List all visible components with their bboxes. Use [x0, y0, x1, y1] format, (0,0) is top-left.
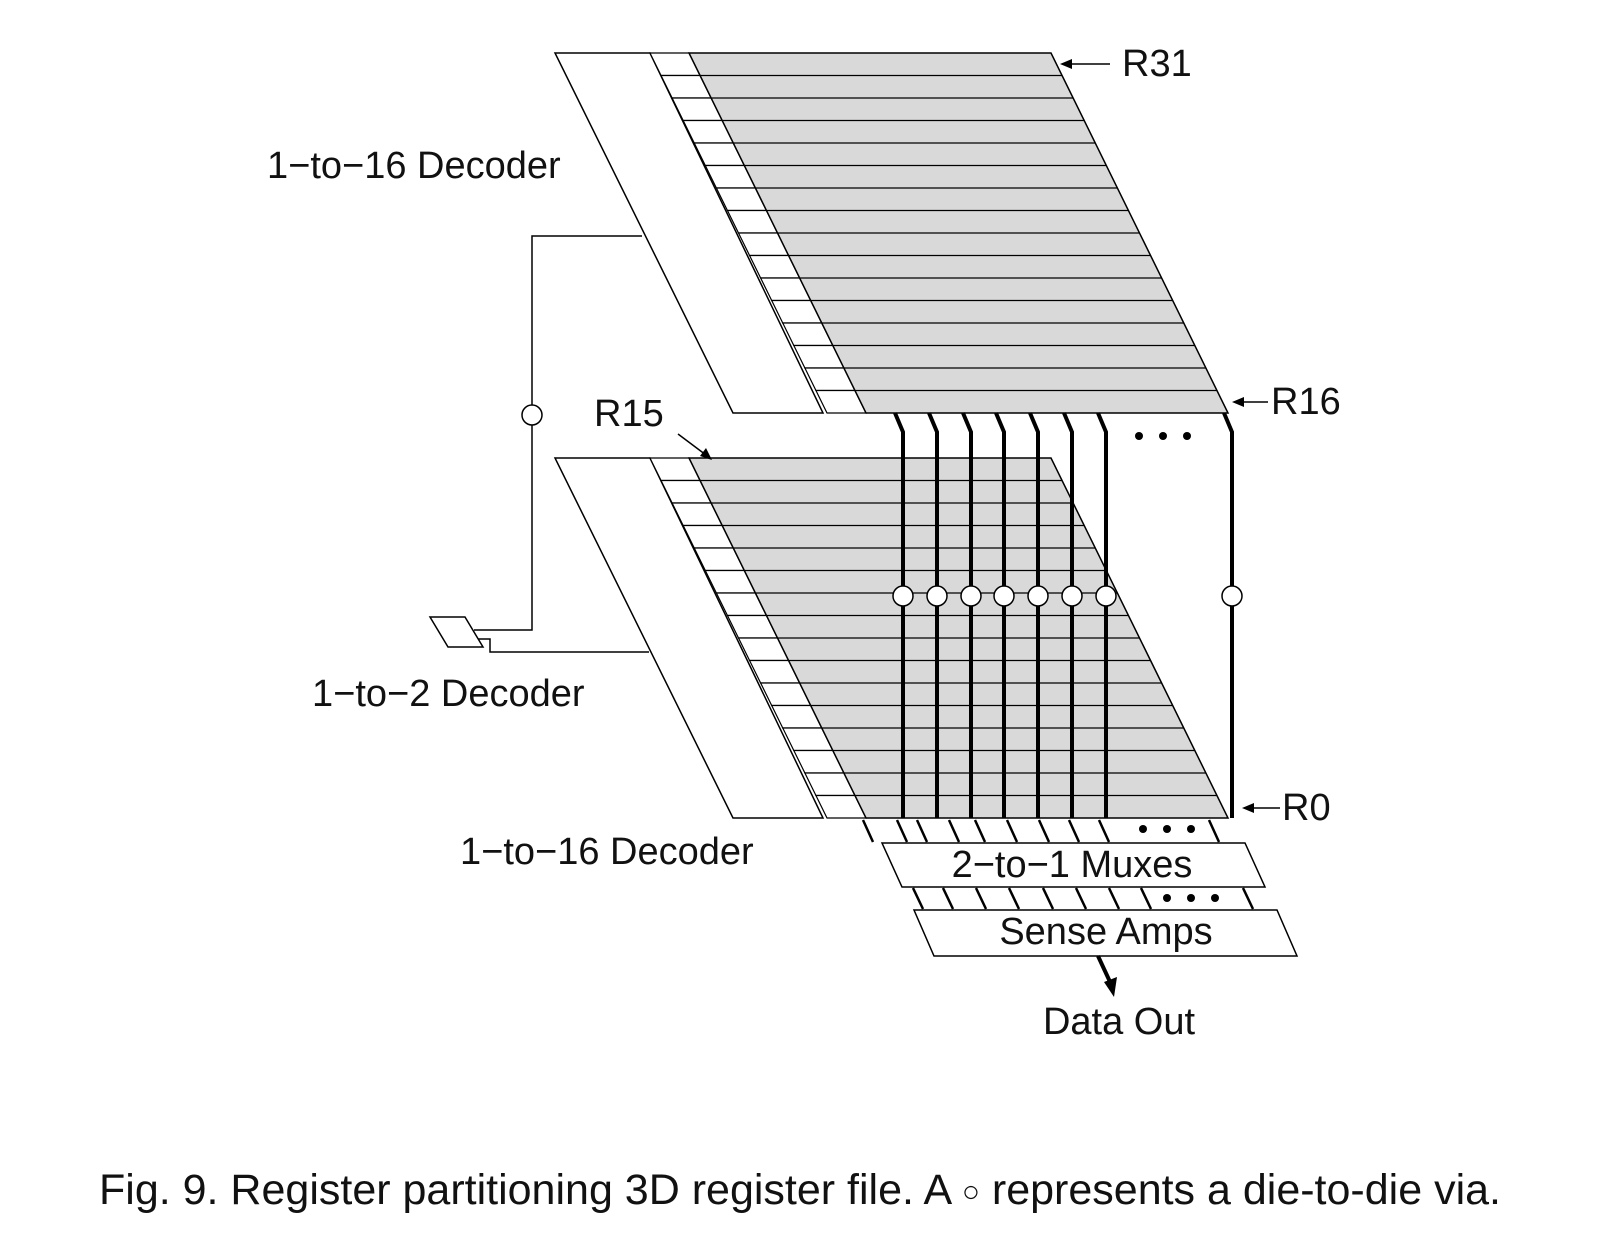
bit-line	[893, 412, 905, 818]
mux-input-lines	[861, 819, 1221, 843]
data-out-line	[1096, 955, 1113, 985]
select-wire-top	[474, 235, 642, 631]
select-decoder-block	[428, 616, 485, 648]
mux-block	[880, 842, 1267, 888]
via	[1221, 585, 1243, 607]
via	[1061, 585, 1083, 607]
via	[960, 585, 982, 607]
label-muxes: 2−to−1 Muxes	[952, 844, 1193, 886]
via	[1095, 585, 1117, 607]
via	[993, 585, 1015, 607]
mux-input-line	[1097, 819, 1111, 843]
bit-lines	[893, 412, 1234, 818]
bit-line	[961, 412, 973, 818]
sense-amp-input-line	[1007, 887, 1021, 910]
via	[892, 585, 914, 607]
bottom-die	[553, 457, 1230, 819]
bit-line	[927, 412, 939, 818]
select-via	[521, 404, 543, 426]
label-r16: R16	[1271, 381, 1341, 423]
bit-line	[1028, 412, 1040, 818]
mux-input-line	[1207, 819, 1221, 843]
label-r31: R31	[1122, 43, 1192, 85]
ellipsis-group	[1135, 432, 1219, 902]
mux-input-line	[861, 819, 875, 843]
top-die	[553, 52, 1230, 414]
mux-input-line	[915, 819, 929, 843]
label-decoder-select: 1−to−2 Decoder	[312, 673, 585, 715]
caption-text-after: represents a die-to-die via.	[991, 1166, 1501, 1214]
sense-amp-input-lines	[911, 887, 1255, 910]
sense-amp-input-line	[974, 887, 988, 910]
sense-amp-input-line	[1074, 887, 1088, 910]
label-sense-amps: Sense Amps	[999, 911, 1212, 953]
via-symbol: ○	[961, 1175, 980, 1209]
mux-input-line	[973, 819, 987, 843]
sense-amp-input-line	[1041, 887, 1055, 910]
label-r0: R0	[1282, 787, 1331, 829]
mux-input-line	[1037, 819, 1051, 843]
figure-caption: Fig. 9. Register partitioning 3D registe…	[0, 1166, 1600, 1215]
via	[926, 585, 948, 607]
label-decoder-bottom: 1−to−16 Decoder	[460, 831, 754, 873]
sense-amp-block	[912, 909, 1299, 957]
via	[1027, 585, 1049, 607]
label-decoder-top: 1−to−16 Decoder	[267, 145, 561, 187]
select-wire-bottom	[478, 638, 649, 653]
top-decoder-block	[553, 52, 825, 414]
sense-amp-input-line	[1241, 887, 1255, 910]
mux-input-line	[947, 819, 961, 843]
bit-line	[994, 412, 1006, 818]
top-register-rows	[700, 74, 1217, 392]
bit-line	[1062, 412, 1074, 818]
caption-text-before: Fig. 9. Register partitioning 3D registe…	[99, 1166, 950, 1214]
bottom-decoder-block	[553, 457, 825, 819]
label-data-out: Data Out	[1043, 1001, 1196, 1043]
bit-line	[1096, 412, 1108, 818]
sense-amp-input-line	[911, 887, 925, 910]
mux-input-line	[895, 819, 909, 843]
mux-input-line	[1005, 819, 1019, 843]
bit-line	[1222, 412, 1234, 818]
mux-input-line	[1067, 819, 1081, 843]
die-to-die-vias	[892, 585, 1243, 607]
label-pointers	[677, 59, 1280, 813]
label-r15: R15	[594, 393, 664, 435]
sense-amp-input-line	[941, 887, 955, 910]
sense-amp-input-line	[1139, 887, 1153, 910]
sense-amp-input-line	[1107, 887, 1121, 910]
data-out-arrowhead	[1104, 977, 1117, 997]
select-decoder	[428, 235, 649, 653]
